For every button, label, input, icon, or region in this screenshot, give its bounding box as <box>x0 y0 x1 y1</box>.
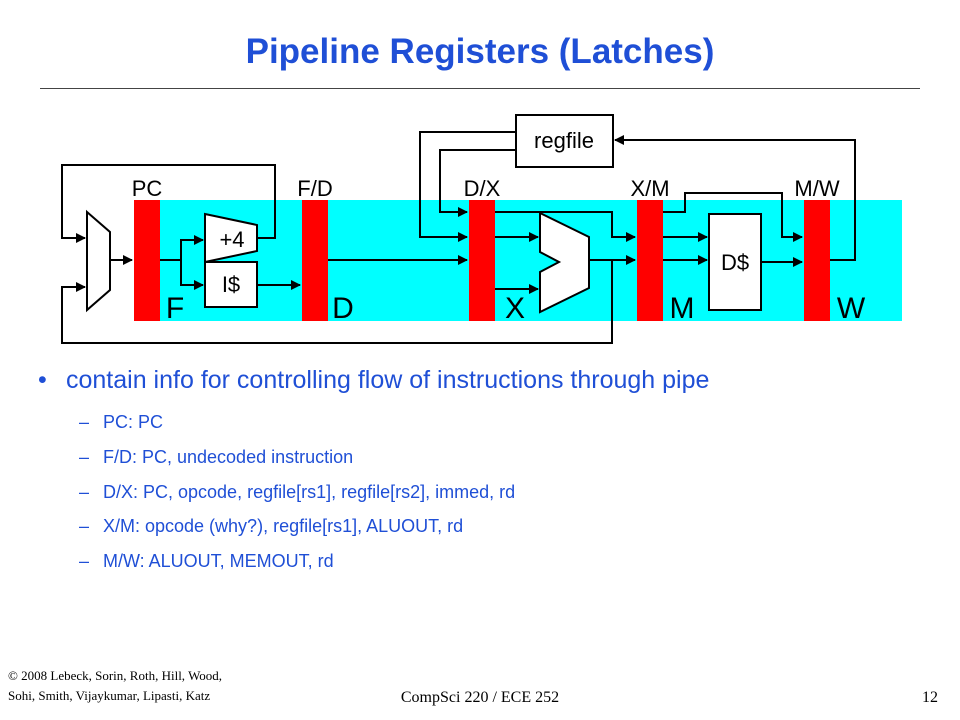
footer-page-number: 12 <box>922 689 938 706</box>
dcache-block <box>708 213 762 311</box>
sub-bullet-text: X/M: opcode (why?), regfile[rs1], ALUOUT… <box>103 516 464 536</box>
regfile-block <box>515 114 614 168</box>
register-mw <box>804 200 830 321</box>
footer-copyright: © 2008 Lebeck, Sorin, Roth, Hill, Wood, … <box>8 666 222 706</box>
register-label-pc: PC <box>132 176 163 201</box>
register-dx <box>469 200 495 321</box>
dcache-label: D$ <box>721 250 749 275</box>
sub-bullet: –X/M: opcode (why?), regfile[rs1], ALUOU… <box>79 516 464 536</box>
sub-bullet: –M/W: ALUOUT, MEMOUT, rd <box>79 551 334 571</box>
sub-bullet-text: D/X: PC, opcode, regfile[rs1], regfile[r… <box>103 482 516 502</box>
sub-bullet-text: F/D: PC, undecoded instruction <box>103 447 354 467</box>
register-pc <box>134 200 160 321</box>
register-xm <box>637 200 663 321</box>
register-label-xm: X/M <box>630 176 669 201</box>
sub-bullet: –D/X: PC, opcode, regfile[rs1], regfile[… <box>79 482 516 502</box>
footer-copyright-line1: © 2008 Lebeck, Sorin, Roth, Hill, Wood, <box>8 668 223 683</box>
stage-label-f: F <box>166 292 184 325</box>
sub-bullet-text: PC: PC <box>103 412 164 432</box>
sub-bullet: –PC: PC <box>79 412 164 432</box>
stage-label-m: M <box>670 292 695 325</box>
datapath-wires <box>61 131 856 344</box>
register-label-fd: F/D <box>297 176 332 201</box>
stage-label-w: W <box>837 292 866 325</box>
register-label-dx: D/X <box>464 176 501 201</box>
stage-label-d: D <box>332 292 354 325</box>
adder-block <box>204 212 258 264</box>
bullet-main-text: contain info for controlling flow of ins… <box>66 366 710 394</box>
pipeline-diagram: PC F/D D/X X/M M/W F D X M W +4 I$ D$ re… <box>61 114 902 344</box>
footer-course: CompSci 220 / ECE 252 <box>400 689 560 706</box>
regfile-label: regfile <box>534 128 594 153</box>
sub-bullet-text: M/W: ALUOUT, MEMOUT, rd <box>103 551 334 571</box>
bullet-main: • contain info for controlling flow of in… <box>38 366 709 395</box>
slide-title: Pipeline Registers (Latches) <box>245 32 715 71</box>
register-fd <box>302 200 328 321</box>
pc-mux <box>86 209 111 313</box>
register-label-mw: M/W <box>794 176 839 201</box>
footer-copyright-line2: Sohi, Smith, Vijaykumar, Lipasti, Katz <box>8 688 211 703</box>
title-divider <box>40 88 920 89</box>
alu-block <box>539 211 590 314</box>
pipeline-band <box>140 200 902 321</box>
icache-label: I$ <box>222 272 240 297</box>
sub-bullet: –F/D: PC, undecoded instruction <box>79 447 354 467</box>
adder-label: +4 <box>219 227 244 252</box>
bullet-dot: • <box>38 366 47 394</box>
stage-label-x: X <box>505 292 525 325</box>
